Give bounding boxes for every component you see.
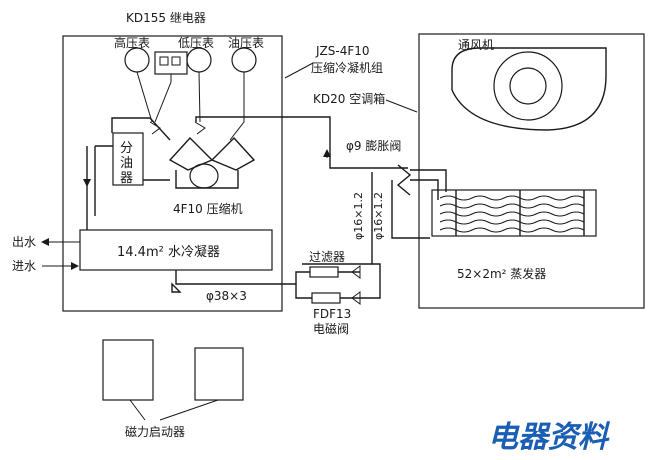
high-pressure-gauge (124, 47, 150, 73)
filter-valve (351, 265, 361, 279)
solenoid-name-label: 电磁阀 (313, 321, 349, 336)
expansion-valve-label: φ9 膨胀阀 (346, 139, 401, 153)
relay-label: KD155 继电器 (126, 11, 206, 25)
starter-leader-left (129, 399, 146, 421)
unit-model-label: JZS-4F10 (315, 44, 370, 58)
solenoid-check-valve (351, 291, 361, 305)
ahu-label: KD20 空调箱 (313, 91, 385, 106)
ahu-leader-line (385, 99, 418, 113)
solenoid-model-label: FDF13 (313, 307, 351, 321)
solenoid-valve (311, 292, 341, 304)
high-pressure-gauge-label: 高压表 (114, 35, 150, 50)
water-out-label: 出水 (12, 235, 36, 249)
oil-separator (112, 132, 144, 186)
filter-label: 过滤器 (309, 250, 345, 264)
oil-separator-label-3: 器 (120, 171, 133, 186)
unit-name-label: 压缩冷凝机组 (311, 60, 383, 75)
pipe-label-a: φ16×1.2 (352, 192, 365, 240)
evaporator-label: 52×2m² 蒸发器 (457, 266, 546, 281)
pipe-label-b: φ16×1.2 (372, 192, 385, 240)
starter-leader-right (159, 399, 219, 421)
gauge-lines (136, 71, 245, 141)
starter-label: 磁力启动器 (125, 424, 185, 439)
compressor (168, 136, 256, 189)
refrigerant-lines (83, 116, 408, 230)
low-pressure-gauge (186, 47, 212, 73)
oil-separator-label-1: 分 (120, 141, 133, 156)
relay (154, 51, 188, 75)
oil-pressure-gauge-label: 油压表 (228, 36, 264, 50)
magnetic-starter-right (194, 347, 244, 401)
liquid-line (171, 263, 381, 299)
watermark-text: 电器资料 (488, 420, 611, 455)
unit-leader-line (284, 62, 314, 79)
low-pressure-gauge-label: 低压表 (178, 36, 214, 50)
condenser-label: 14.4m² 水冷凝器 (117, 244, 220, 260)
oil-pressure-gauge (231, 47, 257, 73)
water-in-label: 进水 (12, 259, 36, 273)
magnetic-starter-left (102, 339, 154, 401)
filter (309, 266, 339, 278)
air-handling-unit-frame (418, 33, 645, 309)
fan-label: 通风机 (458, 38, 494, 52)
main-pipe-label: φ38×3 (206, 289, 247, 303)
ventilation-fan (451, 47, 607, 131)
oil-separator-label-2: 油 (120, 156, 133, 171)
condensing-unit-frame (62, 35, 283, 312)
compressor-label: 4F10 压缩机 (173, 201, 243, 216)
evaporator-coil (431, 189, 597, 237)
